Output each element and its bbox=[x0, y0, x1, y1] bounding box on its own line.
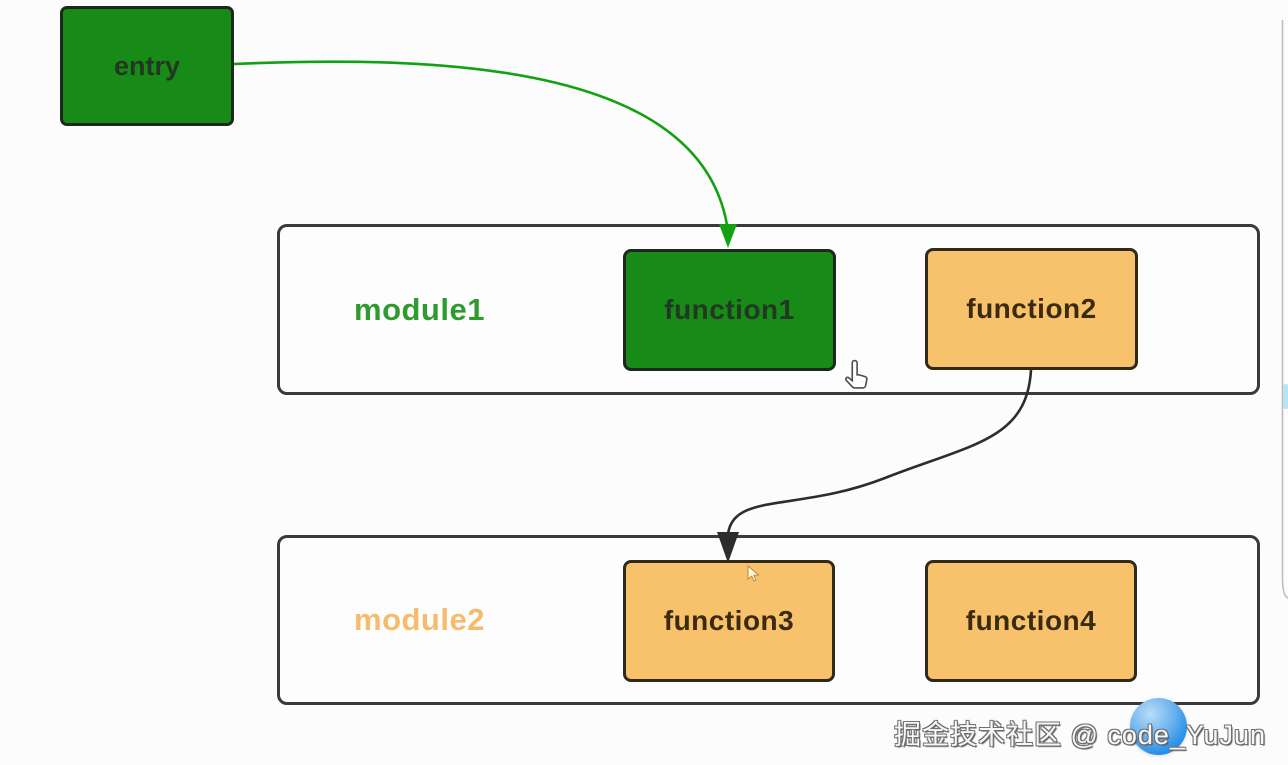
scrollbar-thumb[interactable] bbox=[1283, 384, 1288, 409]
entry-node[interactable]: entry bbox=[60, 6, 234, 126]
function3-label: function3 bbox=[663, 605, 795, 636]
function1-node[interactable]: function1 bbox=[623, 249, 836, 371]
function4-label: function4 bbox=[965, 605, 1097, 636]
side-panel-edge bbox=[1281, 20, 1288, 599]
function1-label: function1 bbox=[664, 294, 795, 325]
module2-label: module2 bbox=[354, 602, 485, 637]
edge-entry-function1-line bbox=[233, 60, 729, 226]
function4-node[interactable]: function4 bbox=[925, 560, 1137, 682]
function2-label: function2 bbox=[966, 293, 1097, 324]
watermark-text: 掘金技术社区 @ code_YuJun bbox=[893, 720, 1266, 750]
entry-node-label: entry bbox=[113, 50, 181, 81]
function2-node[interactable]: function2 bbox=[925, 248, 1138, 370]
juejin-avatar-sphere bbox=[1130, 698, 1187, 755]
function3-node[interactable]: function3 bbox=[623, 560, 835, 682]
edge-entry-to-function1[interactable] bbox=[233, 60, 737, 248]
module1-label: module1 bbox=[354, 291, 485, 327]
